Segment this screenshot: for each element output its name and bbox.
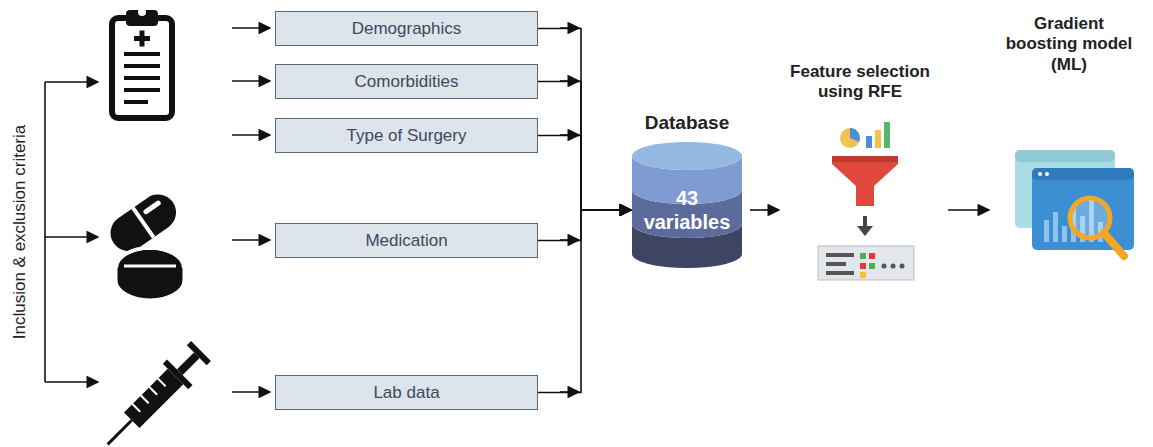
node-body: 43 variables: [642, 186, 732, 234]
node-heading: Database: [612, 112, 762, 134]
connector: [538, 210, 631, 241]
side-label: Inclusion & exclusion criteria: [10, 125, 30, 339]
connector: [750, 209, 779, 211]
connector: [948, 209, 989, 211]
connector: [538, 210, 631, 393]
process-box: Medication: [275, 223, 538, 258]
box-label: Comorbidities: [347, 72, 467, 92]
process-box: Comorbidities: [275, 64, 538, 99]
process-box: Demographics: [275, 11, 538, 46]
step-node: Feature selection using RFE: [780, 62, 940, 288]
connector: [538, 29, 631, 211]
syringe-icon: [95, 338, 214, 447]
model-icon: [1015, 150, 1134, 256]
bus-arrowheads: [560, 28, 579, 392]
connector: [538, 136, 631, 211]
process-box: Lab data: [275, 375, 538, 410]
criteria-bracket: [45, 82, 98, 382]
icon-arrows: [232, 28, 270, 392]
database-cylinder: Database43 variables: [632, 142, 742, 268]
box-label: Type of Surgery: [338, 126, 474, 146]
box-label: Lab data: [365, 383, 447, 403]
cylinder-top: [632, 142, 742, 170]
box-label: Demographics: [344, 19, 470, 39]
box-label: Medication: [357, 231, 455, 251]
process-box: Type of Surgery: [275, 118, 538, 153]
step-node: Gradient boosting model (ML): [990, 14, 1148, 278]
feature-selection-icon: [818, 122, 914, 280]
node-heading: Gradient boosting model (ML): [999, 14, 1139, 75]
node-heading: Feature selection using RFE: [781, 62, 939, 103]
pills-icon: [103, 187, 184, 300]
clipboard-icon: [112, 8, 172, 118]
connector: [538, 82, 631, 211]
